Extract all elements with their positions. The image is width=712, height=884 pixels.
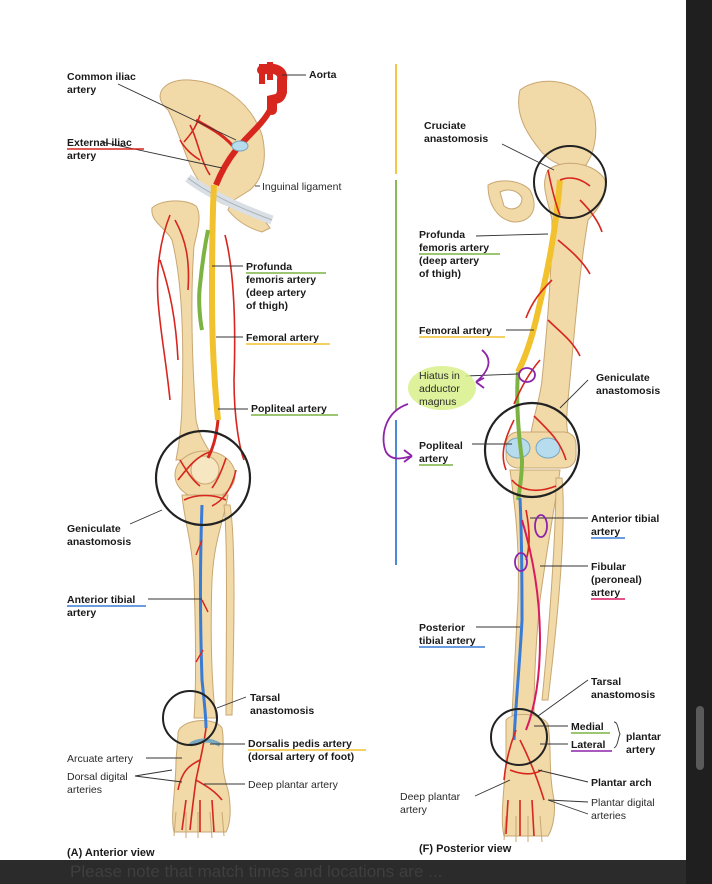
label-plantar-artery-line2: artery	[626, 744, 655, 756]
caption-anterior-view: (A) Anterior view	[67, 847, 155, 859]
label-post-popliteal-line2: artery	[419, 453, 448, 465]
footer-notice-text: Please note that match times and locatio…	[70, 862, 443, 881]
label-dorsalis-pedis-line1: Dorsalis pedis artery	[248, 738, 352, 750]
label-dorsal-digital-line1: Dorsal digital	[67, 771, 128, 783]
label-posterior-tibial-line2: tibial artery	[419, 635, 476, 647]
label-femoral-artery: Femoral artery	[246, 332, 319, 344]
label-tarsal-line2: anastomosis	[250, 705, 314, 717]
label-post-geniculate-line1: Geniculate	[596, 372, 650, 384]
label-plantar-arch: Plantar arch	[591, 777, 652, 789]
label-profunda-line1: Profunda	[246, 261, 292, 273]
anterior-leader-lines	[101, 74, 306, 785]
label-post-profunda-line3: (deep artery	[419, 255, 479, 267]
label-posterior-tibial-line1: Posterior	[419, 622, 465, 634]
label-dorsal-digital-line2: arteries	[67, 784, 102, 796]
label-fibular-line1: Fibular	[591, 561, 626, 573]
label-lateral: Lateral	[571, 739, 606, 751]
label-tarsal-line1: Tarsal	[250, 692, 280, 704]
pen-annotations	[382, 349, 548, 572]
label-medial: Medial	[571, 721, 604, 733]
label-post-geniculate-line2: anastomosis	[596, 385, 660, 397]
label-popliteal-artery: Popliteal artery	[251, 403, 327, 415]
label-hiatus-line3: magnus	[419, 396, 456, 408]
label-arcuate-artery: Arcuate artery	[67, 753, 134, 765]
label-post-profunda-line1: Profunda	[419, 229, 465, 241]
label-fibular-line3: artery	[591, 587, 620, 599]
label-profunda-line3: (deep artery	[246, 287, 306, 299]
label-plantar-artery-line1: plantar	[626, 731, 661, 743]
label-hiatus-line1: Hiatus in	[419, 370, 460, 382]
caption-posterior-view: (F) Posterior view	[419, 843, 512, 855]
label-post-femoral-artery: Femoral artery	[419, 325, 492, 337]
label-external-iliac-line1: External iliac	[67, 137, 132, 149]
label-post-deep-plantar-line1: Deep plantar	[400, 791, 461, 803]
label-profunda-line2: femoris artery	[246, 274, 316, 286]
label-inguinal-ligament: Inguinal ligament	[262, 181, 341, 193]
label-post-anterior-tibial-line1: Anterior tibial	[591, 513, 659, 525]
label-anterior-tibial-line1: Anterior tibial	[67, 594, 135, 606]
bottom-overlay-bar	[0, 860, 686, 884]
label-dorsalis-pedis-line2: (dorsal artery of foot)	[248, 751, 354, 763]
label-post-profunda-line2: femoris artery	[419, 242, 489, 254]
label-post-popliteal-line1: Popliteal	[419, 440, 463, 452]
label-geniculate-line1: Geniculate	[67, 523, 121, 535]
label-plantar-digital-line1: Plantar digital	[591, 797, 655, 809]
label-post-profunda-line4: of thigh)	[419, 268, 461, 280]
label-common-iliac-line2: artery	[67, 84, 96, 96]
label-plantar-digital-line2: arteries	[591, 810, 626, 822]
label-cruciate-line1: Cruciate	[424, 120, 466, 132]
label-post-tarsal-line1: Tarsal	[591, 676, 621, 688]
anterior-leg-illustration	[151, 62, 288, 839]
posterior-leader-lines	[465, 143, 621, 815]
label-post-anterior-tibial-line2: artery	[591, 526, 620, 538]
hiatus-highlight	[408, 366, 476, 410]
label-deep-plantar-artery: Deep plantar artery	[248, 779, 339, 791]
label-common-iliac-line1: Common iliac	[67, 71, 136, 83]
label-post-deep-plantar-line2: artery	[400, 804, 428, 816]
label-cruciate-line2: anastomosis	[424, 133, 488, 145]
label-fibular-line2: (peroneal)	[591, 574, 642, 586]
scrollbar-thumb[interactable]	[696, 706, 704, 770]
label-aorta: Aorta	[309, 69, 337, 81]
label-post-tarsal-line2: anastomosis	[591, 689, 655, 701]
label-profunda-line4: of thigh)	[246, 300, 288, 312]
label-external-iliac-line2: artery	[67, 150, 96, 162]
label-anterior-tibial-line2: artery	[67, 607, 96, 619]
label-geniculate-line2: anastomosis	[67, 536, 131, 548]
label-hiatus-line2: adductor	[419, 383, 460, 395]
leg-arteries-diagram: Common iliac artery Aorta External iliac…	[67, 62, 661, 859]
posterior-leg-illustration	[483, 80, 607, 843]
